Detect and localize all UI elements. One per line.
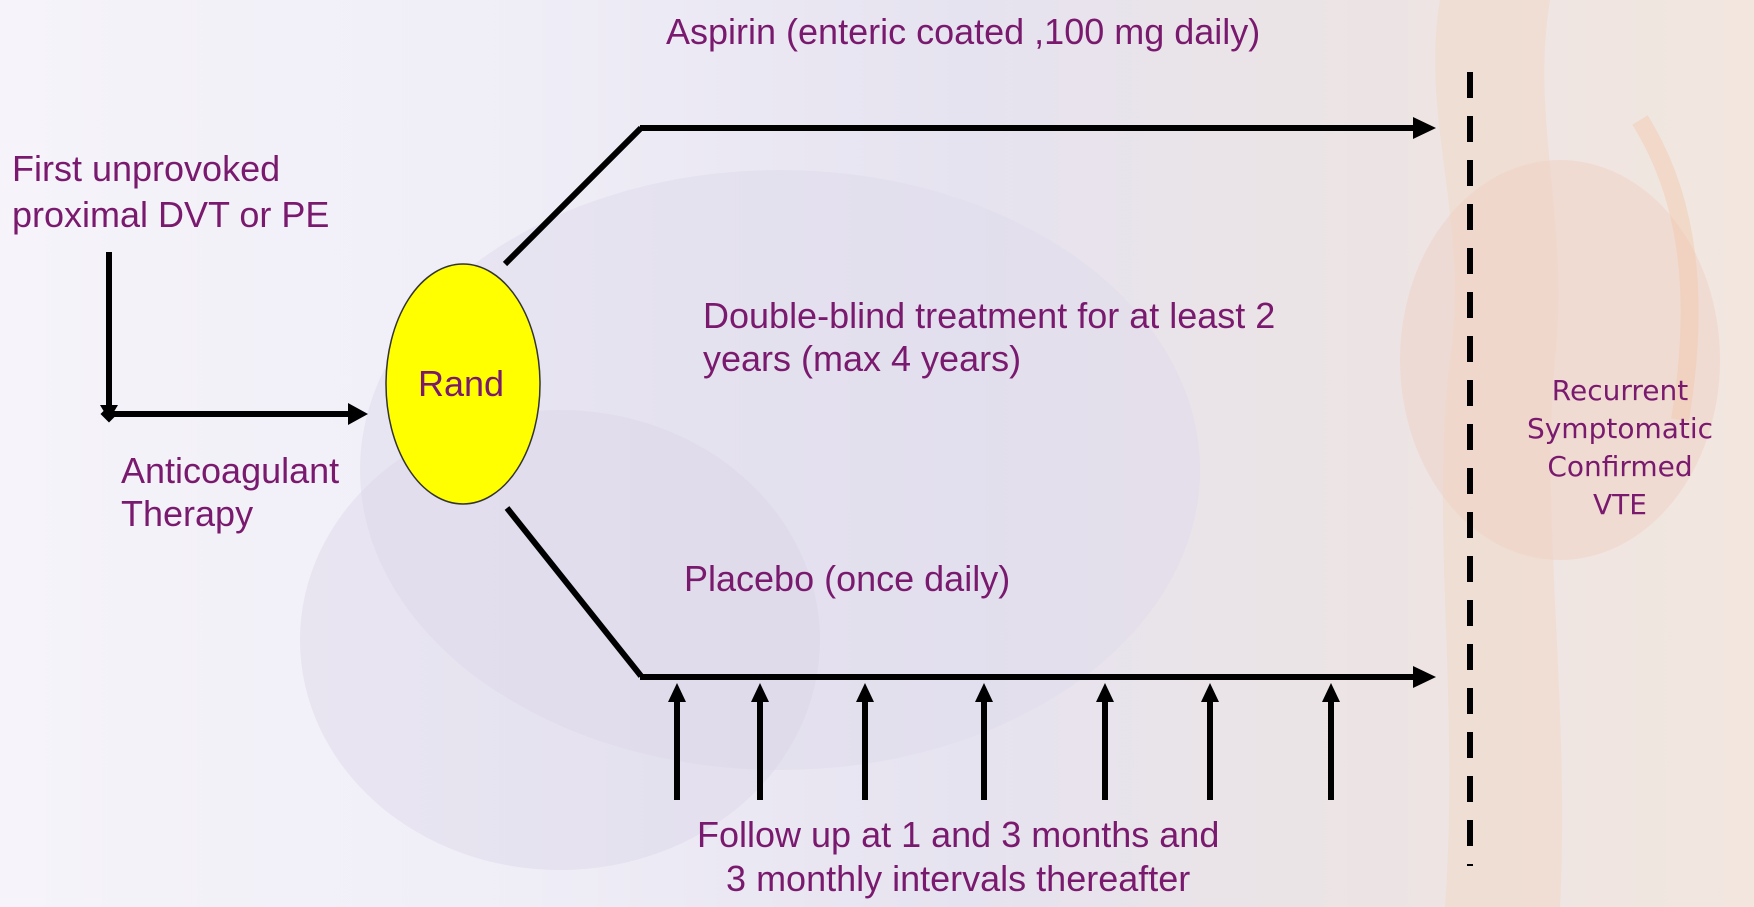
placebo-label: Placebo (once daily) [684, 557, 1010, 600]
followup-label-line-2: 3 monthly intervals thereafter [697, 857, 1219, 901]
anticoag-label: Anticoagulant Therapy [121, 449, 339, 535]
aspirin-branch-diag [505, 128, 641, 264]
anticoag-label-line-1: Anticoagulant [121, 449, 339, 492]
rand-label: Rand [418, 362, 504, 405]
aspirin-arm-arrowhead [1413, 117, 1436, 139]
followup-label-line-1: Follow up at 1 and 3 months and [697, 813, 1219, 857]
endpoint-label-line-4: VTE [1500, 486, 1740, 524]
start-label-line-1: First unprovoked [12, 146, 329, 192]
to-rand-arrowhead [348, 403, 368, 425]
start-label-line-2: proximal DVT or PE [12, 192, 329, 238]
aspirin-label: Aspirin (enteric coated ,100 mg daily) [666, 10, 1260, 53]
placebo-arm-arrowhead [1413, 666, 1436, 688]
endpoint-label-line-2: Symptomatic [1500, 410, 1740, 448]
endpoint-label-line-3: Confirmed [1500, 448, 1740, 486]
followup-label: Follow up at 1 and 3 months and 3 monthl… [697, 813, 1219, 901]
placebo-branch-diag [507, 508, 641, 676]
treatment-label-line-2: years (max 4 years) [703, 337, 1275, 380]
start-label: First unprovoked proximal DVT or PE [12, 146, 329, 238]
treatment-label-line-1: Double-blind treatment for at least 2 [703, 294, 1275, 337]
endpoint-label: Recurrent Symptomatic Confirmed VTE [1500, 372, 1740, 524]
endpoint-label-line-1: Recurrent [1500, 372, 1740, 410]
treatment-label: Double-blind treatment for at least 2 ye… [703, 294, 1275, 380]
anticoag-label-line-2: Therapy [121, 492, 339, 535]
followup-arrows [668, 683, 1340, 800]
